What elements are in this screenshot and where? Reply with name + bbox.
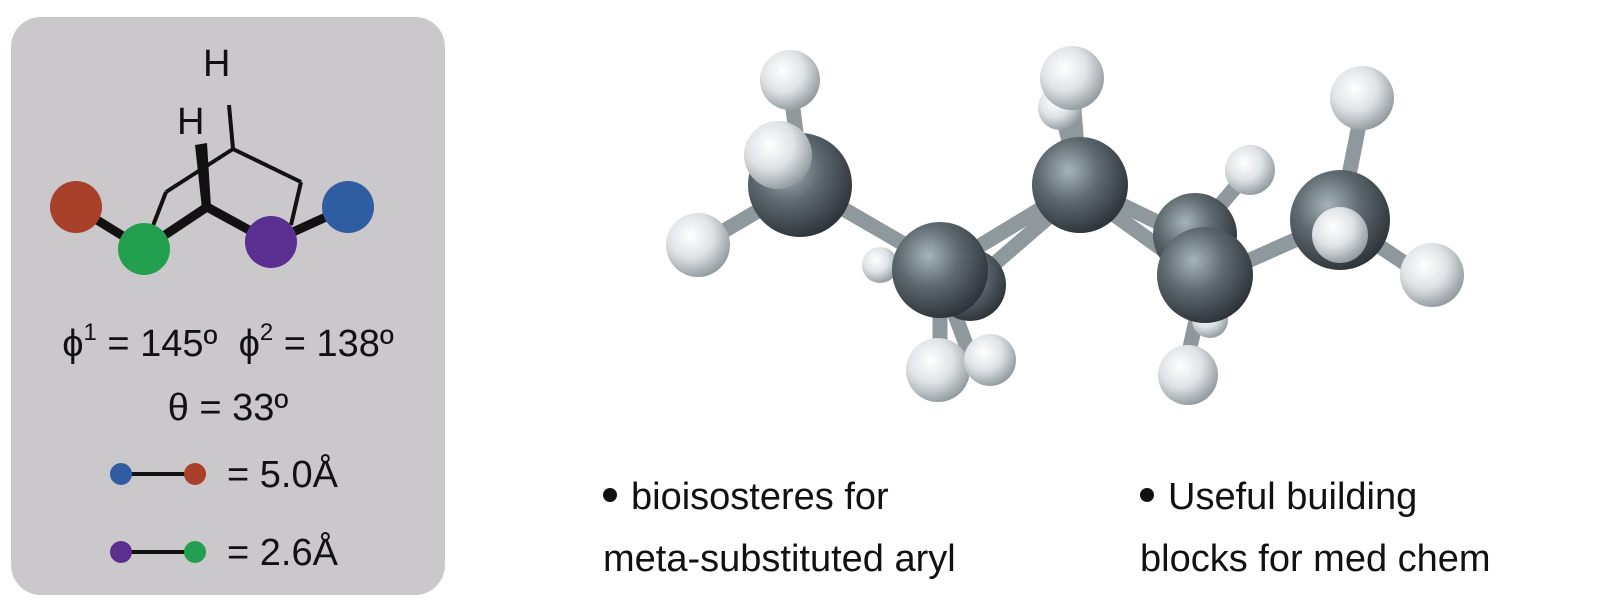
hydrogen-atom xyxy=(1330,66,1394,130)
theta-angle: θ = 33º xyxy=(167,387,289,429)
carbon-atom xyxy=(1032,137,1128,233)
bullet-line1: Useful building xyxy=(1168,476,1418,518)
hydrogen-atom xyxy=(964,334,1016,386)
purple-atom xyxy=(245,216,297,268)
purple-green-pair-icon xyxy=(110,541,206,563)
phi2-symbol: ϕ xyxy=(238,323,260,365)
hydrogen-atom xyxy=(1158,345,1218,405)
carbon-atom xyxy=(1157,227,1253,323)
bullet-line2: meta-substituted aryl xyxy=(603,538,956,580)
hydrogen-atom xyxy=(666,213,730,277)
bullet-line1: bioisosteres for xyxy=(631,476,889,518)
phi2-value: = 138º xyxy=(273,323,394,365)
phi2-index: 2 xyxy=(259,319,274,346)
blue-atom xyxy=(322,181,374,233)
bullet-dot-icon xyxy=(1140,488,1154,502)
carbon-atom xyxy=(892,222,988,318)
bullet-line2: blocks for med chem xyxy=(1140,538,1491,580)
bullet-bioisosteres: bioisosteres for meta-substituted aryl xyxy=(603,466,956,590)
structure-panel: H H ϕ1 = 145º ϕ2 = 138º θ = 33º = 5.0Å =… xyxy=(11,17,445,595)
blue-red-pair-icon xyxy=(110,463,206,485)
hydrogen-atom xyxy=(1040,46,1104,110)
phi1-value: = 145º xyxy=(96,323,218,365)
distance-value: = 2.6Å xyxy=(227,532,338,574)
phi1-index: 1 xyxy=(83,319,97,346)
bullet-building-blocks: Useful building blocks for med chem xyxy=(1140,466,1491,590)
red-atom xyxy=(50,181,102,233)
bond xyxy=(232,147,302,184)
phi1-symbol: ϕ xyxy=(62,323,84,365)
bullet-dot-icon xyxy=(603,488,617,502)
hydrogen-atom xyxy=(744,121,812,189)
hydrogen-atom xyxy=(862,247,898,283)
bicyclic-skeleton-diagram xyxy=(50,104,374,275)
ball-and-stick-molecule xyxy=(666,46,1464,405)
phi-angles: ϕ1 = 145º ϕ2 = 138º xyxy=(11,321,445,365)
hydrogen-atom xyxy=(760,50,820,110)
hydrogen-atom xyxy=(1312,207,1368,263)
wedge-bond xyxy=(195,143,211,209)
hydrogen-label-bridge: H xyxy=(177,101,205,143)
hydrogen-atom xyxy=(906,338,970,402)
green-atom xyxy=(118,223,170,275)
hydrogen-atom xyxy=(1400,243,1464,307)
distance-value: = 5.0Å xyxy=(227,454,338,496)
hydrogen-atom xyxy=(1225,145,1275,195)
hydrogen-label-top: H xyxy=(203,43,231,85)
bond xyxy=(289,181,303,226)
bond-to-h xyxy=(227,104,235,150)
